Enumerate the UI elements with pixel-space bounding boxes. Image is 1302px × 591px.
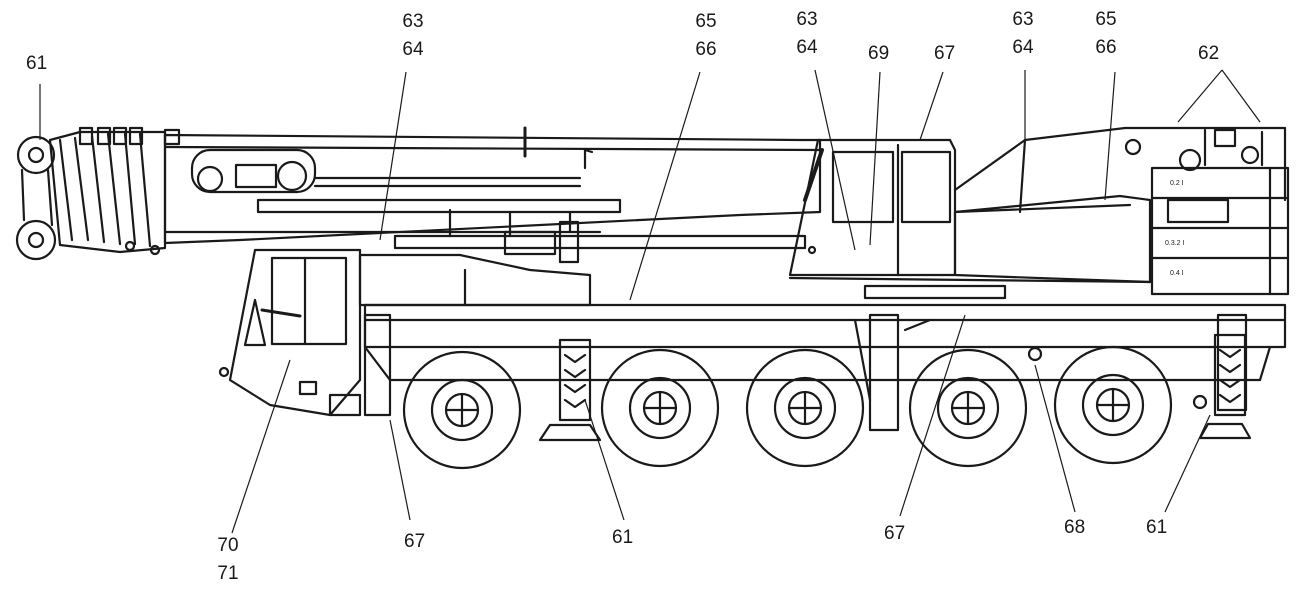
callout-65-frame: 65	[695, 11, 717, 32]
carrier-chassis	[218, 248, 1287, 442]
callout-61-rear: 61	[1146, 517, 1168, 538]
callout-71: 71	[217, 563, 239, 584]
wheels	[402, 345, 1173, 470]
callout-67-mid: 67	[884, 523, 906, 544]
leader-lines	[39, 69, 1261, 534]
boom-head	[15, 126, 181, 261]
callout-64-boom: 64	[402, 39, 424, 60]
callout-65-housing: 65	[1095, 9, 1117, 30]
panel-mark: 0.4 I	[1170, 270, 1184, 277]
callout-70: 70	[217, 535, 239, 556]
panel-marks: 0.2 I 0.3.2 I 0.4 I	[1165, 180, 1185, 277]
panel-mark: 0.2 I	[1170, 180, 1184, 187]
callout-62: 62	[1198, 43, 1220, 64]
telescopic-boom	[163, 126, 822, 264]
wheel-4	[908, 348, 1028, 468]
superstructure	[788, 126, 1290, 300]
callout-64-housing: 64	[1012, 37, 1034, 58]
wheel-2	[600, 348, 720, 468]
callout-64-cab: 64	[796, 37, 818, 58]
callout-61-boom-head: 61	[26, 53, 48, 74]
callout-67-left: 67	[404, 531, 426, 552]
wheel-3	[745, 348, 865, 468]
callout-66-housing: 66	[1095, 37, 1117, 58]
callout-61-outrigger: 61	[612, 527, 634, 548]
callout-66-frame: 66	[695, 39, 717, 60]
callout-63-boom: 63	[402, 11, 424, 32]
wheel-1	[402, 350, 522, 470]
callout-67-cab-roof: 67	[934, 43, 956, 64]
wheel-5	[1053, 345, 1173, 465]
callout-69: 69	[868, 43, 890, 64]
callout-63-cab: 63	[796, 9, 818, 30]
callout-63-housing: 63	[1012, 9, 1034, 30]
callout-68: 68	[1064, 517, 1086, 538]
panel-mark: 0.3.2 I	[1165, 240, 1185, 247]
